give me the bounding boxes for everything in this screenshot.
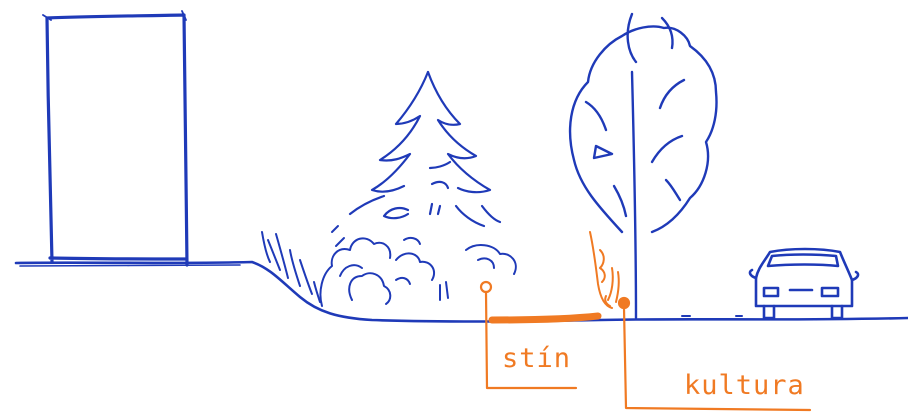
grass-tuft bbox=[262, 232, 320, 302]
ground-line-doubled bbox=[20, 265, 240, 266]
deciduous-tree bbox=[570, 14, 716, 318]
car bbox=[750, 249, 858, 318]
flame-marker bbox=[590, 232, 619, 308]
shade-strip bbox=[492, 316, 598, 320]
spruce-tree bbox=[350, 72, 500, 226]
culture-label: kultura bbox=[684, 370, 805, 401]
building bbox=[43, 11, 187, 265]
shade-label: stín bbox=[502, 343, 571, 374]
